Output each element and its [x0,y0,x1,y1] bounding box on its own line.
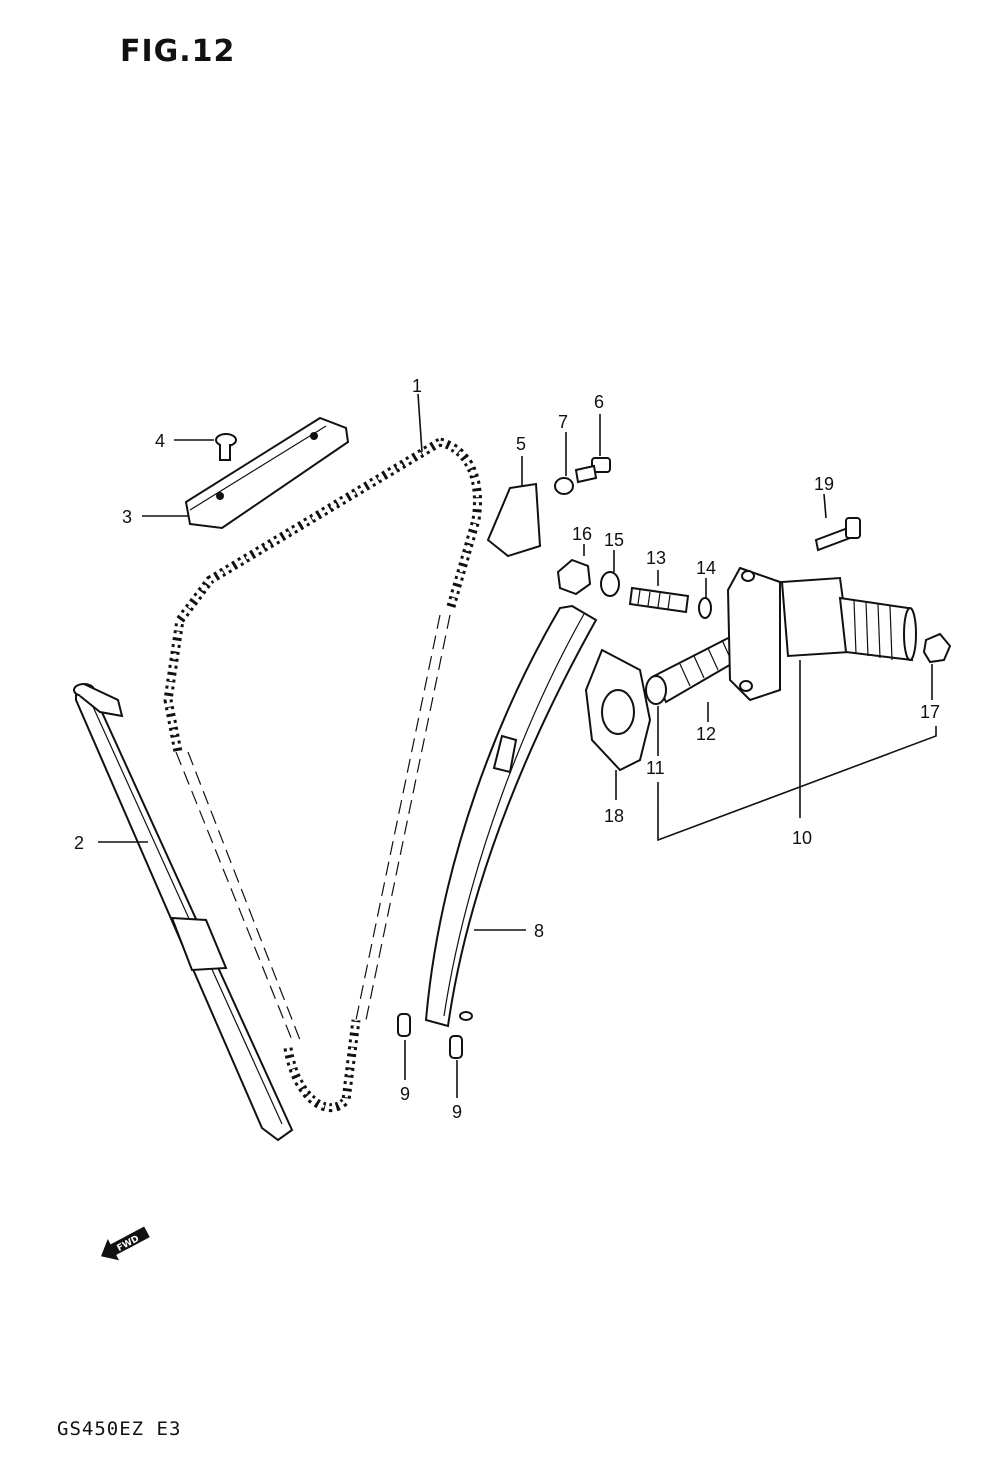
leader-lines [98,393,937,1098]
part-13-spring [628,586,690,614]
callout-14: 14 [696,558,716,578]
part-3-upper-chain-guide [184,416,350,530]
callout-labels: 1 2 3 4 5 6 7 8 9 9 10 11 12 13 14 15 16… [74,376,940,1122]
callout-1: 1 [412,376,422,396]
callout-12: 12 [696,724,716,744]
part-16-nut [556,558,592,596]
part-9-dowel-pin-b [449,1035,463,1059]
callout-16: 16 [572,524,592,544]
part-11-push-rod-tip [645,675,667,705]
callout-8: 8 [534,921,544,941]
callout-2: 2 [74,833,84,853]
part-14-o-ring [698,597,712,619]
callout-5: 5 [516,434,526,454]
part-15-washer [600,571,620,597]
callout-18: 18 [604,806,624,826]
part-5-cushion [486,482,542,558]
callout-4: 4 [155,431,165,451]
callout-6: 6 [594,392,604,412]
part-19-bolt [814,517,861,552]
part-18-gasket [584,648,652,772]
part-6-bolt [574,457,611,484]
callout-3: 3 [122,507,132,527]
callout-17: 17 [920,702,940,722]
part-4-screw [215,433,237,461]
model-code: GS450EZ E3 [57,1418,182,1440]
part-9-dowel-pin-a [397,1013,411,1037]
callout-13: 13 [646,548,666,568]
callout-9a: 9 [400,1084,410,1104]
part-7-washer [554,477,574,495]
callout-19: 19 [814,474,834,494]
part-1-cam-chain [163,437,482,1113]
callout-9b: 9 [452,1102,462,1122]
figure-title: FIG.12 [120,34,236,69]
callout-10: 10 [792,828,812,848]
fwd-arrow-icon: FWD [101,1226,150,1261]
callout-7: 7 [558,412,568,432]
callout-11: 11 [646,758,665,778]
part-10-chain-tensioner [726,566,917,702]
part-17-cap-bolt [922,632,952,664]
callout-15: 15 [604,530,624,550]
part-2-front-chain-guide [73,683,294,1142]
part-8-rear-chain-guide [424,604,598,1028]
